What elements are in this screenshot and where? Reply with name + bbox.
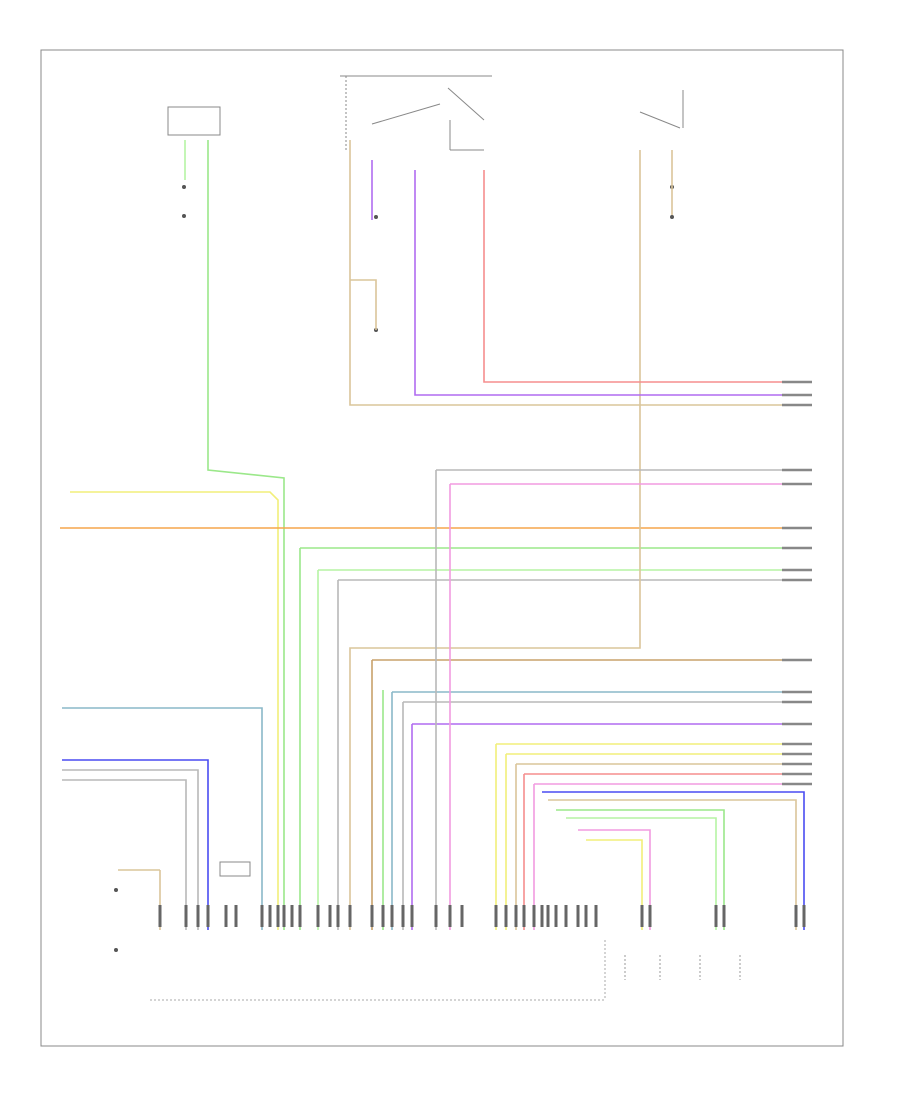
- connector-pin: [184, 905, 188, 927]
- wire-brown: [371, 659, 812, 930]
- connector-pin: [290, 905, 294, 927]
- bottom-mid-connector: [219, 861, 251, 877]
- wire-yellow: [70, 491, 279, 930]
- wire-blue: [62, 759, 209, 930]
- connector-pin: [298, 905, 302, 927]
- wire-tan: [515, 763, 812, 930]
- connector-pin: [594, 905, 598, 927]
- connector-pin: [532, 905, 536, 927]
- wire-layer: [60, 140, 812, 930]
- connector-pin: [370, 905, 374, 927]
- wire-tan: [349, 140, 812, 406]
- wire-pink: [533, 783, 812, 930]
- wire-pink: [449, 483, 812, 930]
- connector-pin: [460, 905, 464, 927]
- connector-pin: [401, 905, 405, 927]
- connector-pin: [158, 905, 162, 927]
- connector-pin: [540, 905, 544, 927]
- connector-pin: [410, 905, 414, 927]
- connector-pin: [564, 905, 568, 927]
- connector-pin: [522, 905, 526, 927]
- connector-pin: [648, 905, 652, 927]
- connector-pin: [722, 905, 726, 927]
- top-left-unit: [167, 106, 221, 136]
- connector-pin: [268, 905, 272, 927]
- connector-pin: [554, 905, 558, 927]
- bottom-right-modules: [624, 955, 741, 980]
- wire-gray: [402, 701, 812, 930]
- wire-gray: [337, 579, 812, 930]
- connector-pin: [504, 905, 508, 927]
- connector-pin: [276, 905, 280, 927]
- wire-red: [483, 170, 812, 383]
- wire-tan: [548, 799, 797, 930]
- connector-pin: [316, 905, 320, 927]
- wire-pink: [578, 829, 651, 930]
- wire-green: [556, 809, 725, 930]
- connector-pin: [196, 905, 200, 927]
- connector-pin: [576, 905, 580, 927]
- wire-tan: [349, 150, 641, 930]
- connector-pin: [260, 905, 264, 927]
- wire-violet: [411, 723, 812, 930]
- connector-pin: [434, 905, 438, 927]
- wire-tan: [118, 869, 161, 930]
- top-center-switch: [340, 75, 492, 151]
- connector-pin: [381, 905, 385, 927]
- wire-green: [207, 140, 285, 930]
- connector-pin: [282, 905, 286, 927]
- wire-tan: [350, 279, 377, 330]
- wire-lightgreen: [566, 817, 717, 930]
- connector-pin: [584, 905, 588, 927]
- connector-pin: [348, 905, 352, 927]
- wire-gray: [62, 779, 187, 930]
- wire-gray: [435, 469, 812, 930]
- wire-green: [299, 547, 812, 930]
- top-right-switch: [639, 90, 684, 129]
- wire-gray: [62, 769, 199, 930]
- connector-layer: [158, 380, 812, 927]
- connector-pin: [206, 905, 210, 927]
- connector-pin: [640, 905, 644, 927]
- bottom-module: [150, 940, 606, 1001]
- connector-pin: [714, 905, 718, 927]
- connector-pin: [494, 905, 498, 927]
- connector-pin: [794, 905, 798, 927]
- diagram-frame: [40, 49, 844, 1047]
- connector-pin: [234, 905, 238, 927]
- wire-yellow: [495, 743, 812, 930]
- wire-yellow: [586, 839, 643, 930]
- connector-pin: [328, 905, 332, 927]
- connector-pin: [390, 905, 394, 927]
- connector-pin: [546, 905, 550, 927]
- connector-pin: [336, 905, 340, 927]
- wire-yellow: [505, 753, 812, 930]
- wire-lightgreen: [317, 569, 812, 930]
- wire-teal: [62, 707, 263, 930]
- wire-red: [523, 773, 812, 930]
- connector-pin: [514, 905, 518, 927]
- wire-teal: [391, 691, 812, 930]
- wire-blue: [542, 791, 805, 930]
- connector-pin: [448, 905, 452, 927]
- connector-pin: [224, 905, 228, 927]
- connector-pin: [802, 905, 806, 927]
- wire-violet: [414, 170, 812, 396]
